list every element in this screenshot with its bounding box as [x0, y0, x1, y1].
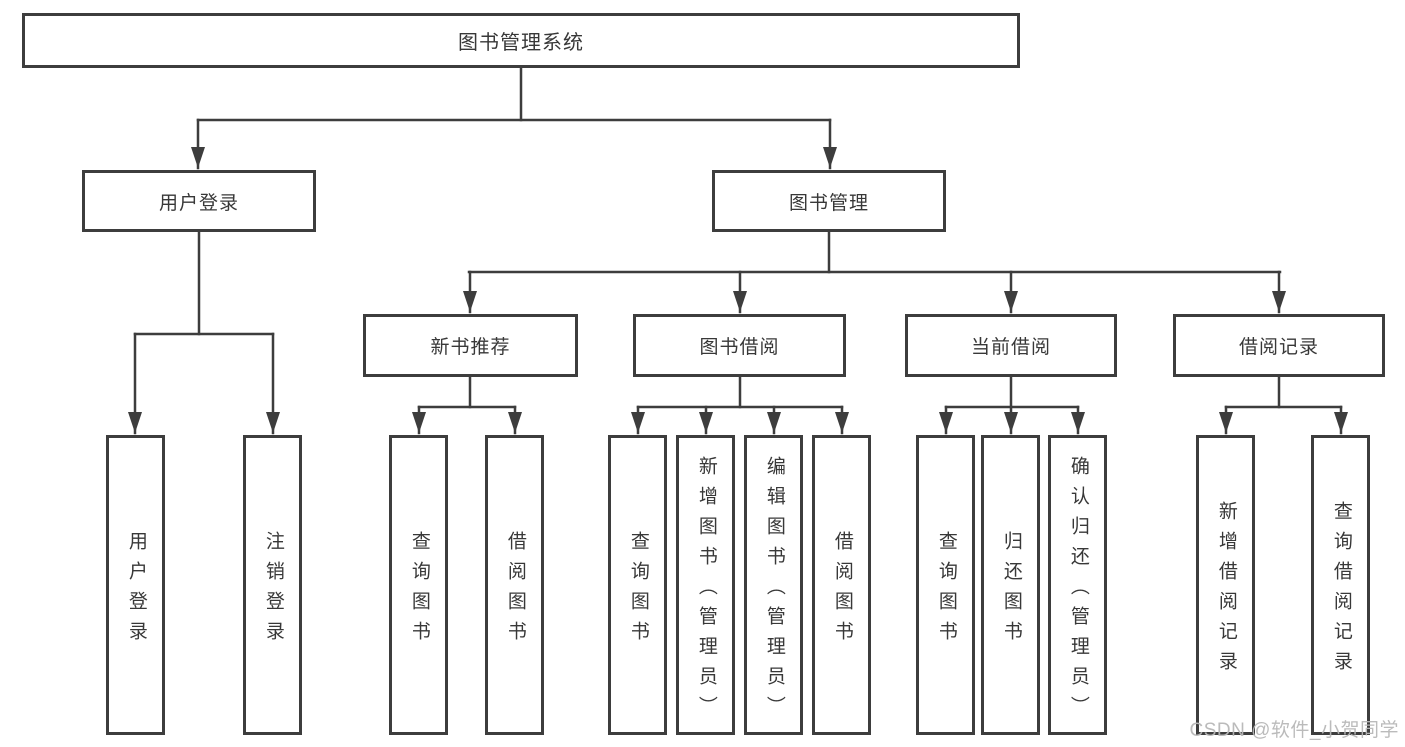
- node-borrow-records: 借阅记录: [1173, 314, 1385, 377]
- node-leaf-add-book-label: 新增图书（管理员）: [695, 455, 717, 726]
- node-book-borrow-label: 图书借阅: [699, 337, 780, 358]
- node-leaf-borrow-book-1: 借阅图书: [485, 435, 544, 735]
- node-leaf-add-record: 新增借阅记录: [1196, 435, 1255, 735]
- node-current-borrow: 当前借阅: [905, 314, 1117, 377]
- node-current-borrow-label: 当前借阅: [970, 337, 1051, 358]
- node-leaf-query-book-1-label: 查询图书: [408, 530, 430, 651]
- node-leaf-return-book-label: 归还图书: [1000, 530, 1022, 651]
- node-new-book-recommend: 新书推荐: [363, 314, 578, 377]
- node-leaf-logout-label: 注销登录: [262, 530, 284, 651]
- node-leaf-edit-book-label: 编辑图书（管理员）: [763, 455, 785, 726]
- node-leaf-query-book-3: 查询图书: [916, 435, 975, 735]
- node-leaf-confirm-return: 确认归还（管理员）: [1048, 435, 1107, 735]
- node-leaf-query-record-label: 查询借阅记录: [1330, 500, 1352, 681]
- node-root-label: 图书管理系统: [458, 32, 584, 54]
- node-leaf-borrow-book-2: 借阅图书: [812, 435, 871, 735]
- node-root: 图书管理系统: [22, 13, 1020, 68]
- node-leaf-add-book: 新增图书（管理员）: [676, 435, 735, 735]
- node-leaf-query-book-3-label: 查询图书: [935, 530, 957, 651]
- node-borrow-records-label: 借阅记录: [1238, 337, 1319, 358]
- node-leaf-query-book-2-label: 查询图书: [627, 530, 649, 651]
- node-leaf-query-book-1: 查询图书: [389, 435, 448, 735]
- node-user-login: 用户登录: [82, 170, 316, 232]
- node-leaf-borrow-book-1-label: 借阅图书: [504, 530, 526, 651]
- node-book-borrow: 图书借阅: [633, 314, 846, 377]
- node-user-login-label: 用户登录: [158, 192, 239, 214]
- node-leaf-query-book-2: 查询图书: [608, 435, 667, 735]
- node-leaf-return-book: 归还图书: [981, 435, 1040, 735]
- node-leaf-borrow-book-2-label: 借阅图书: [831, 530, 853, 651]
- node-leaf-confirm-return-label: 确认归还（管理员）: [1067, 455, 1089, 726]
- node-leaf-logout: 注销登录: [243, 435, 302, 735]
- node-book-management: 图书管理: [712, 170, 946, 232]
- node-leaf-edit-book: 编辑图书（管理员）: [744, 435, 803, 735]
- node-book-management-label: 图书管理: [788, 192, 869, 214]
- csdn-watermark: CSDN @软件_小贺同学: [1189, 720, 1399, 741]
- node-leaf-user-login-label: 用户登录: [125, 530, 147, 651]
- node-leaf-query-record: 查询借阅记录: [1311, 435, 1370, 735]
- node-new-book-recommend-label: 新书推荐: [430, 337, 511, 358]
- node-leaf-user-login: 用户登录: [106, 435, 165, 735]
- node-leaf-add-record-label: 新增借阅记录: [1215, 500, 1237, 681]
